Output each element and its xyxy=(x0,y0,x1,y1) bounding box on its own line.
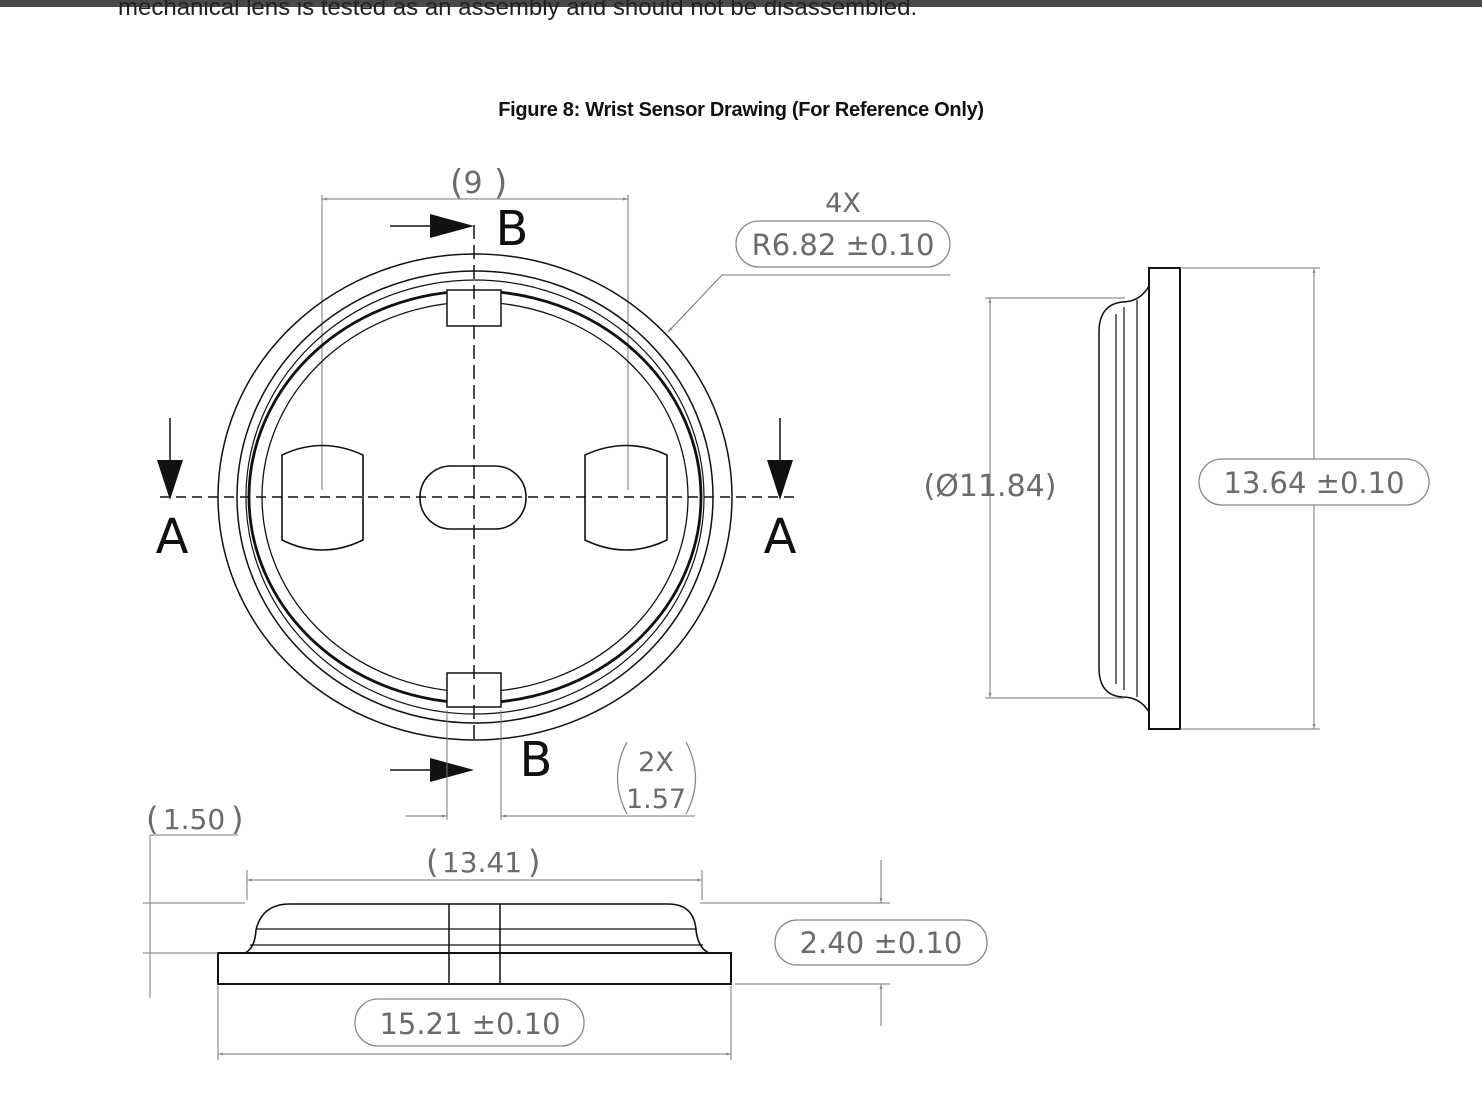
dim-slot-spacing: ( ) 9 xyxy=(450,163,507,203)
svg-text:(: ( xyxy=(426,843,438,881)
dim-slot-spacing-value: 9 xyxy=(463,166,482,201)
dim-slot-width-value: 1.57 xyxy=(626,784,686,815)
dim-outer-height-value: 13.64 ±0.10 xyxy=(1223,466,1404,500)
dim-outer-height: 13.64 ±0.10 xyxy=(1198,458,1430,506)
svg-text:): ) xyxy=(494,163,507,203)
dim-base-width: 15.21 ±0.10 xyxy=(354,998,585,1047)
section-a-left-label: A xyxy=(156,509,189,565)
dim-total-height-value: 2.40 ±0.10 xyxy=(800,926,963,960)
svg-text:(: ( xyxy=(450,163,463,203)
dim-slot-count: 2X xyxy=(638,747,674,778)
dim-total-height: 2.40 ±0.10 xyxy=(774,919,988,966)
svg-text:(: ( xyxy=(146,800,158,838)
dim-flange-thickness: ( ) 1.50 xyxy=(146,800,243,838)
figure-caption: Figure 8: Wrist Sensor Drawing (For Refe… xyxy=(498,99,984,121)
dim-top-width: ( ) 13.41 xyxy=(426,843,540,881)
svg-text:): ) xyxy=(231,800,243,838)
front-view xyxy=(143,834,890,1060)
body-text: mechanical lens is tested as an assembly… xyxy=(118,0,918,21)
section-a-right-label: A xyxy=(764,509,797,565)
dim-inner-diameter: (Ø11.84) xyxy=(924,469,1057,504)
top-bar xyxy=(0,0,1482,7)
dim-slot-width: 2X 1.57 xyxy=(616,741,697,815)
dim-base-width-value: 15.21 ±0.10 xyxy=(379,1007,560,1041)
svg-text:): ) xyxy=(528,843,540,881)
section-b-top-label: B xyxy=(496,201,529,257)
section-b-bottom-label: B xyxy=(520,732,553,788)
dim-radius-count: 4X xyxy=(825,188,861,219)
dim-flange-thickness-value: 1.50 xyxy=(163,803,225,836)
top-view xyxy=(157,195,950,820)
dim-top-width-value: 13.41 xyxy=(442,846,522,879)
dim-radius: R6.82 ±0.10 xyxy=(735,220,951,268)
dim-radius-value: R6.82 ±0.10 xyxy=(752,228,935,262)
side-view xyxy=(985,267,1320,730)
